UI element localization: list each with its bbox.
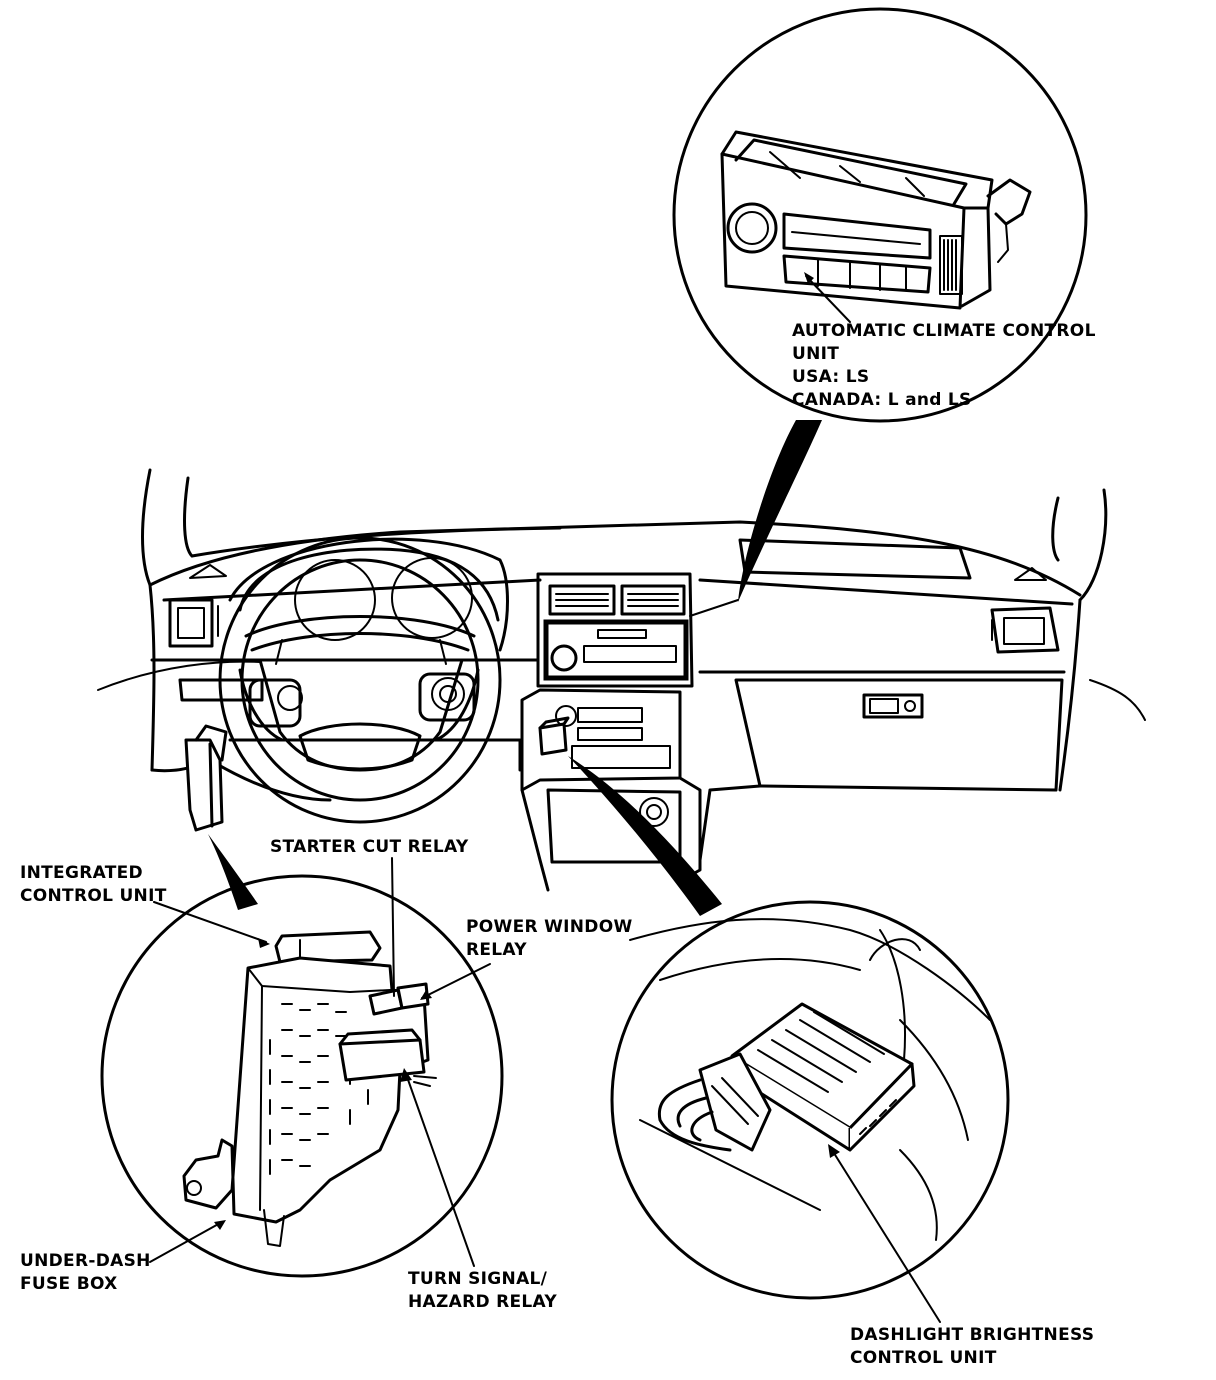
turn-signal-label-line1: TURN SIGNAL/ [408, 1269, 548, 1289]
steering-wheel [218, 536, 502, 824]
climate-control-unit-detail [672, 7, 1088, 423]
fuse-box-label-line2: FUSE BOX [20, 1274, 118, 1294]
under-dash-fuse-box-label: UNDER-DASH FUSE BOX [20, 1250, 151, 1296]
climate-label-line1: AUTOMATIC CLIMATE CONTROL [792, 321, 1096, 341]
fuse-box-detail [100, 857, 504, 1278]
dashboard-illustration [97, 468, 1146, 892]
dashlight-control-unit-detail [610, 900, 1010, 1323]
power-window-label-line1: POWER WINDOW [466, 917, 633, 937]
starter-cut-relay-label: STARTER CUT RELAY [270, 836, 469, 859]
power-window-label-line2: RELAY [466, 940, 527, 960]
climate-label-line3: USA: LS [792, 367, 870, 387]
starter-label-line1: STARTER CUT RELAY [270, 837, 469, 857]
dashlight-brightness-control-unit-label: DASHLIGHT BRIGHTNESS CONTROL UNIT [850, 1324, 1094, 1370]
callout-pointers [208, 420, 822, 916]
climate-control-unit-label: AUTOMATIC CLIMATE CONTROL UNIT USA: LS C… [792, 320, 1096, 412]
icu-label-line1: INTEGRATED [20, 863, 143, 883]
fuse-box-label-line1: UNDER-DASH [20, 1251, 151, 1271]
icu-label-line2: CONTROL UNIT [20, 886, 167, 906]
power-window-relay-label: POWER WINDOW RELAY [466, 916, 633, 962]
climate-label-line4: CANADA: L and LS [792, 390, 972, 410]
dashlight-label-line1: DASHLIGHT BRIGHTNESS [850, 1325, 1095, 1345]
dashlight-label-line2: CONTROL UNIT [850, 1348, 997, 1368]
climate-label-line2: UNIT [792, 344, 840, 364]
integrated-control-unit-label: INTEGRATED CONTROL UNIT [20, 862, 167, 908]
center-stack [520, 572, 702, 892]
turn-signal-label-line2: HAZARD RELAY [408, 1292, 557, 1312]
turn-signal-hazard-relay-label: TURN SIGNAL/ HAZARD RELAY [408, 1268, 557, 1314]
under-dash-fuse-box-small [184, 724, 228, 832]
